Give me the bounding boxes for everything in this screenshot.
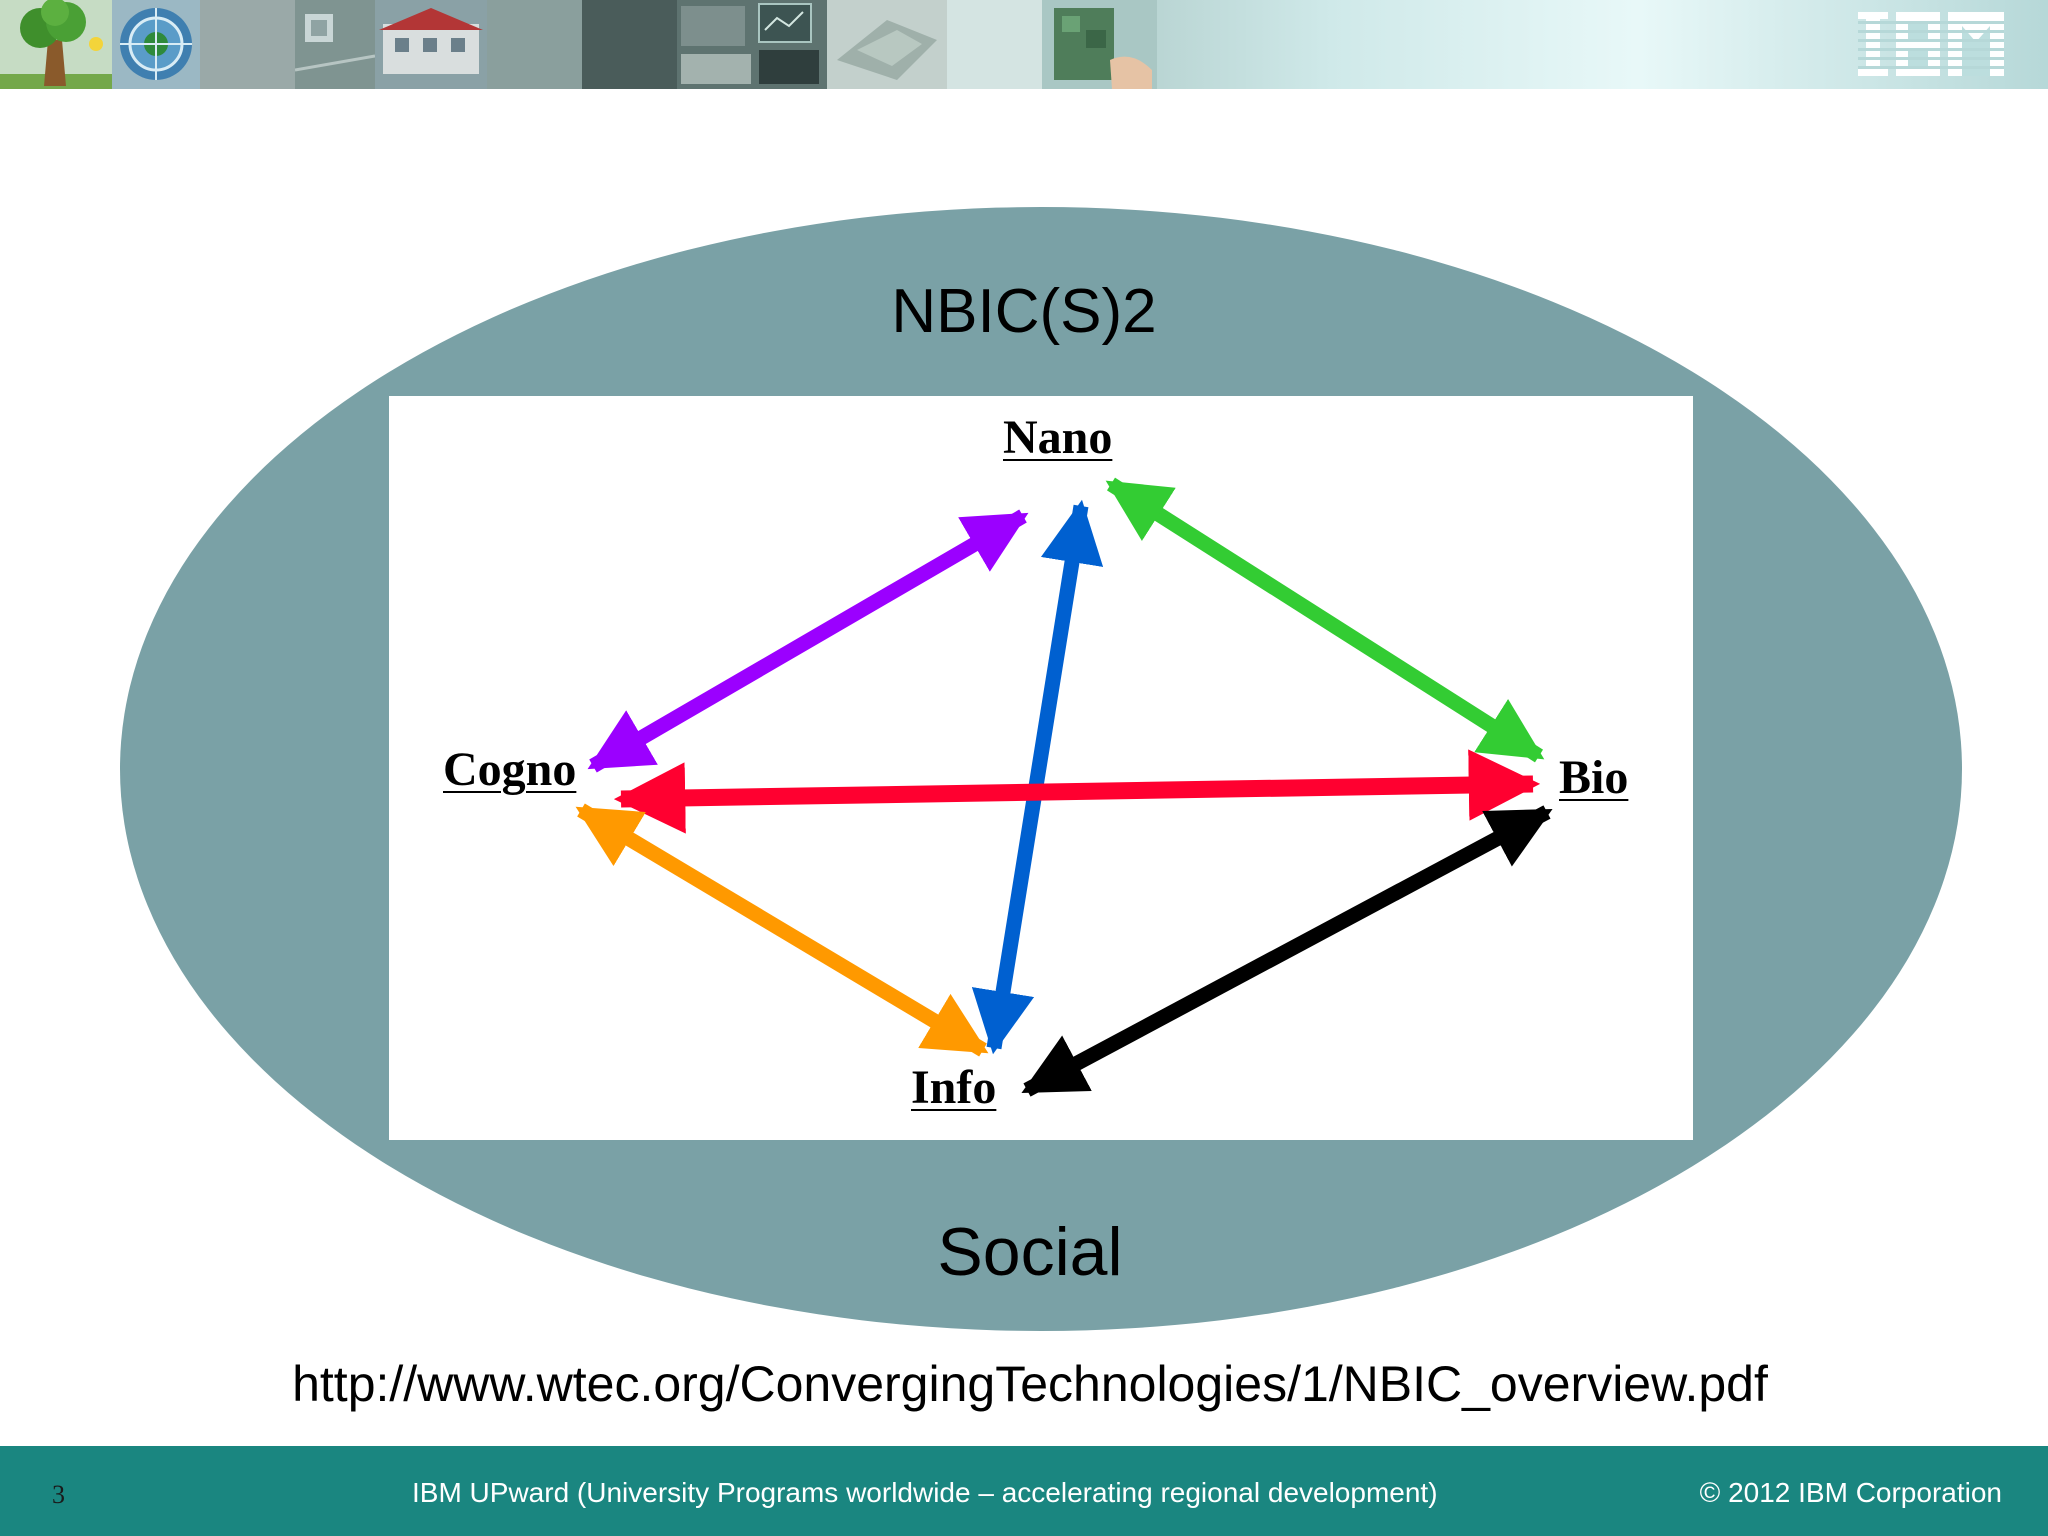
gray-block-2 xyxy=(487,0,582,89)
hand-photo xyxy=(1042,0,1157,89)
slide-title: NBIC(S)2 xyxy=(891,277,1157,346)
light-gap xyxy=(947,0,1042,89)
footer-center-text: IBM UPward (University Programs worldwid… xyxy=(412,1477,1438,1508)
footer-bar: 3 IBM UPward (University Programs worldw… xyxy=(0,1446,2048,1536)
node-nano: Nano xyxy=(1003,411,1113,464)
header-banner xyxy=(0,0,2048,89)
dark-block xyxy=(582,0,677,89)
node-bio: Bio xyxy=(1559,751,1629,804)
node-info: Info xyxy=(911,1061,997,1114)
node-cogno: Cogno xyxy=(443,743,577,796)
footer-copyright: © 2012 IBM Corporation xyxy=(1699,1477,2002,1508)
cogno-info-arrow xyxy=(575,803,989,1057)
bio-nano-arrow xyxy=(1105,477,1545,763)
slide-number: 3 xyxy=(52,1480,65,1509)
source-url[interactable]: http://www.wtec.org/ConvergingTechnologi… xyxy=(292,1356,1768,1412)
cogno-bio-arrow xyxy=(613,749,1541,834)
house-photo xyxy=(375,0,487,89)
info-bio-arrow xyxy=(1021,805,1553,1097)
tree-icon xyxy=(0,0,112,89)
social-label: Social xyxy=(937,1214,1123,1290)
building-photo xyxy=(295,0,375,89)
circuit-photo xyxy=(677,0,827,89)
info-nano-arrow xyxy=(971,499,1104,1055)
satellite-photo xyxy=(827,0,947,89)
diagram-panel: Nano Bio Cogno Info xyxy=(389,396,1693,1140)
ibm-logo xyxy=(1858,12,2004,76)
gray-block xyxy=(200,0,295,89)
diagram-arrows xyxy=(575,477,1553,1097)
cogno-nano-arrow xyxy=(587,509,1029,773)
globe-icon xyxy=(112,0,200,89)
